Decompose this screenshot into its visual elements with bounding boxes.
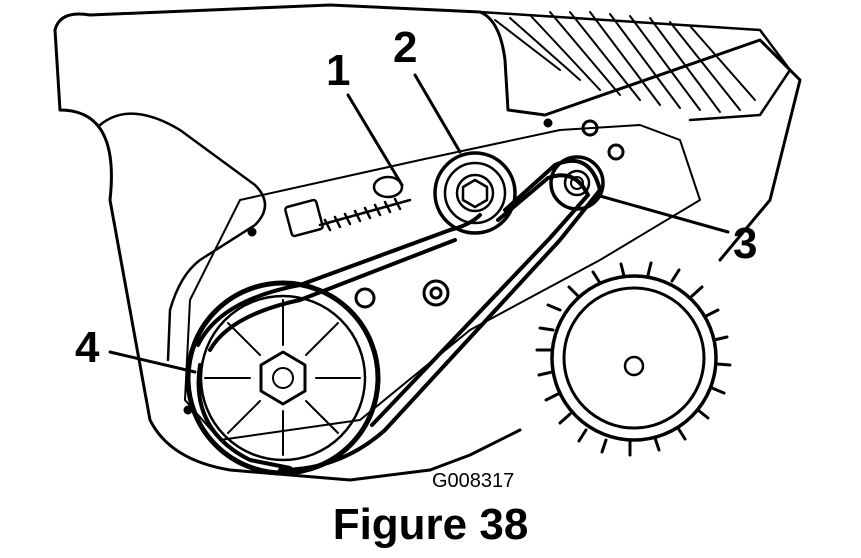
image-code: G008317 xyxy=(432,470,514,492)
housing-inner-panel xyxy=(184,124,701,441)
leader-1 xyxy=(346,93,404,187)
bolt-head xyxy=(354,287,376,309)
rivet xyxy=(247,227,257,237)
tension-spring xyxy=(284,175,412,238)
housing-outline xyxy=(53,3,802,262)
bolt-head xyxy=(422,279,450,307)
leader-4 xyxy=(108,350,197,374)
idler-pulley-2 xyxy=(433,151,517,235)
wheel-tread xyxy=(535,261,732,457)
leader-lines xyxy=(108,73,730,374)
callout-3: 3 xyxy=(733,219,757,268)
drive-wheel xyxy=(535,261,732,457)
housing-recess xyxy=(98,112,267,362)
rivet xyxy=(183,405,193,415)
callout-4: 4 xyxy=(75,323,100,372)
drive-pulley-4 xyxy=(185,280,381,476)
belt-drive-illustration: 1 2 3 4 G008317 xyxy=(53,3,802,492)
housing-bottom xyxy=(428,428,522,472)
bolt-head-center xyxy=(429,286,443,300)
rivet xyxy=(543,118,553,128)
spring-adjust-bolt xyxy=(284,198,324,238)
callout-1: 1 xyxy=(326,46,350,95)
callout-2: 2 xyxy=(393,23,417,72)
figure-caption: Figure 38 xyxy=(332,500,529,549)
vent-grille xyxy=(494,11,756,113)
spring-anchor xyxy=(372,175,404,199)
bolt-head xyxy=(581,119,599,137)
leader-2 xyxy=(413,73,462,154)
bolt-head xyxy=(607,143,625,161)
housing-left-edge xyxy=(53,28,432,482)
idler-pulley-3 xyxy=(549,155,605,211)
leader-3 xyxy=(598,194,730,234)
vent-frame xyxy=(478,10,792,122)
